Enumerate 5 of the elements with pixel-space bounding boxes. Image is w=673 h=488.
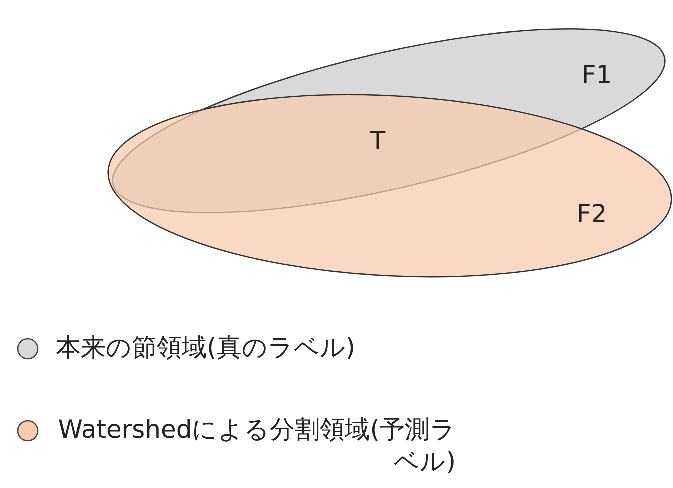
region-label: T bbox=[370, 128, 386, 154]
legend-text: Watershedによる分割領域(予測ラベル) bbox=[57, 414, 456, 478]
region-label: F1 bbox=[582, 62, 612, 88]
legend-text: 本来の節領域(真のラベル) bbox=[56, 332, 357, 364]
region-label: F2 bbox=[576, 202, 608, 226]
